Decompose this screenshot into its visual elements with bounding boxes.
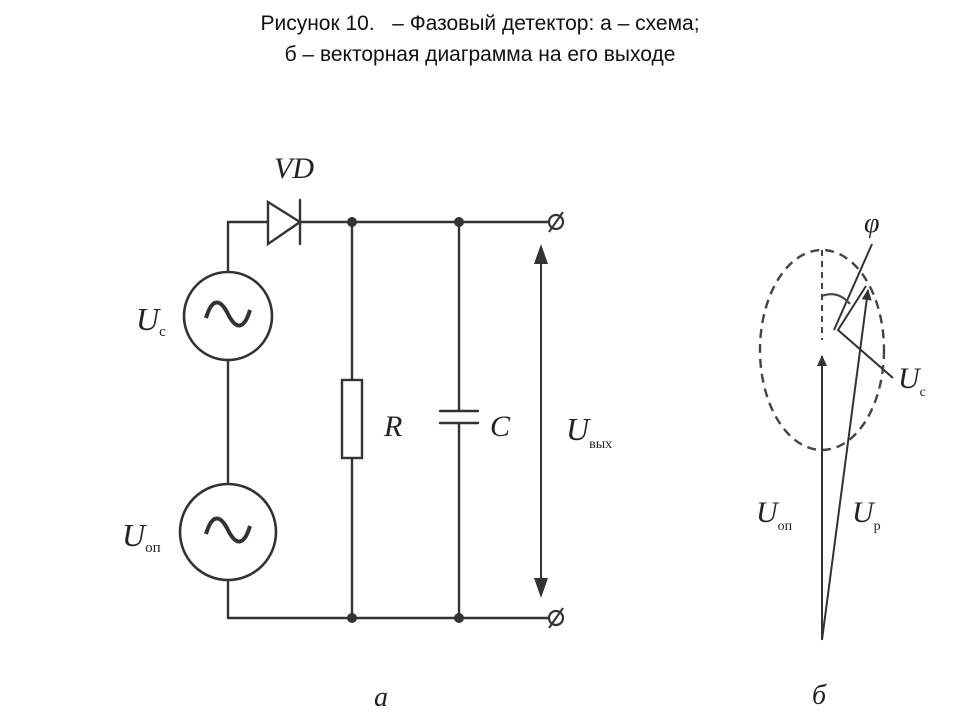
diode-label: VD (274, 152, 314, 185)
sine-wave-icon (204, 516, 252, 544)
source-reference-uop (178, 482, 278, 582)
output-terminal-top (547, 211, 565, 233)
junction-dot (454, 613, 464, 623)
caption-b: б (812, 680, 827, 711)
diode-vd (266, 198, 303, 247)
vector-diagram: φ Uс Uоп Uр б (756, 208, 926, 711)
resistor-label: R (383, 410, 402, 443)
label-vector-uc: Uс (898, 362, 926, 400)
sine-wave-icon (204, 300, 252, 328)
title-line-2: б – векторная диаграмма на его выходе (284, 43, 676, 66)
title-line-1: Рисунок 10. – Фазовый детектор: а – схем… (260, 12, 700, 35)
figure-title: Рисунок 10. – Фазовый детектор: а – схем… (0, 8, 960, 70)
junction-dot (454, 217, 464, 227)
caption-a: а (374, 682, 388, 713)
circuit-schematic: VD Uс Uоп R C Uвых а (122, 152, 612, 713)
label-vector-uop: Uоп (756, 496, 793, 534)
output-voltage-arrow (534, 244, 548, 598)
source-signal-uc (182, 270, 274, 362)
output-terminal-bottom (547, 607, 565, 629)
phase-angle-arc (821, 293, 851, 305)
phase-line (833, 243, 873, 331)
resistor-r (340, 378, 364, 460)
label-uc: Uс (136, 301, 166, 340)
vector-up (821, 289, 872, 641)
junction-dot (347, 613, 357, 623)
capacitor-label: C (490, 410, 511, 443)
label-vector-up: Uр (852, 496, 881, 534)
vector-uc (836, 285, 894, 379)
phase-label: φ (864, 208, 880, 239)
label-uvyx: Uвых (566, 411, 612, 452)
junction-dot (347, 217, 357, 227)
label-uop: Uоп (122, 517, 161, 556)
